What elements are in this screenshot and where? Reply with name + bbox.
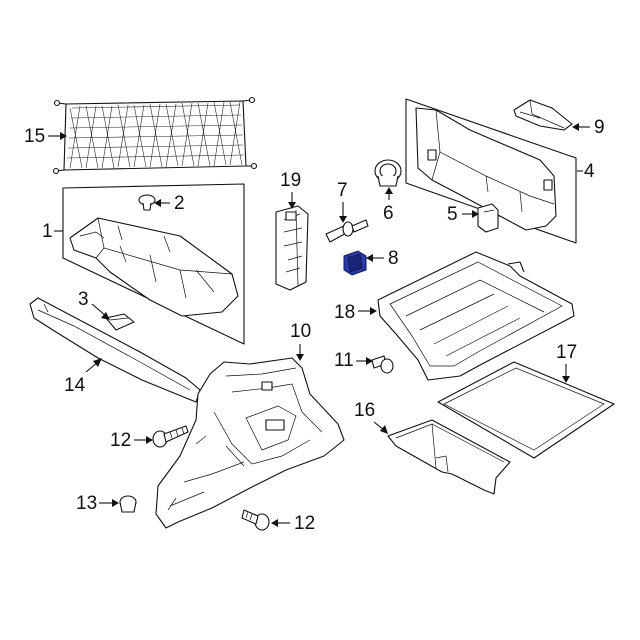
screw-11 — [371, 355, 394, 374]
callout-15: 15 — [24, 126, 45, 147]
callout-18: 18 — [334, 302, 355, 323]
cover-9 — [513, 99, 573, 131]
bolt-12-upper — [152, 425, 189, 448]
callout-12-lower: 12 — [294, 513, 315, 534]
callouts: 15 2 1 3 14 19 7 6 5 8 4 9 18 — [24, 117, 605, 534]
bracket-3 — [105, 313, 135, 331]
sill-trim-14 — [29, 297, 201, 403]
callout-4: 4 — [584, 161, 595, 182]
rear-panel-group — [405, 98, 577, 244]
clip-2 — [138, 194, 156, 211]
trunk-tray-18 — [377, 251, 575, 381]
callout-10: 10 — [290, 321, 311, 342]
nut-13 — [119, 495, 137, 513]
callout-16: 16 — [354, 400, 375, 421]
callout-14: 14 — [64, 375, 86, 396]
callout-1: 1 — [42, 221, 53, 242]
bolt-12-lower — [241, 509, 270, 531]
side-trim-10 — [155, 357, 345, 529]
nut-8-highlighted — [343, 250, 367, 276]
callout-5: 5 — [447, 204, 458, 225]
callout-13: 13 — [76, 493, 97, 514]
callout-17: 17 — [556, 342, 577, 363]
floor-cover-17 — [437, 361, 615, 459]
package-tray-group — [62, 183, 245, 345]
callout-19: 19 — [280, 170, 301, 191]
callout-6: 6 — [383, 203, 394, 224]
grommet-6 — [374, 159, 402, 187]
clip-5 — [477, 203, 499, 233]
lower-trim-16 — [387, 419, 511, 495]
bracket-19 — [275, 205, 309, 291]
callout-12-upper: 12 — [110, 430, 131, 451]
callout-2: 2 — [174, 193, 185, 214]
callout-11: 11 — [334, 350, 354, 371]
callout-8: 8 — [388, 248, 399, 269]
callout-9: 9 — [594, 117, 605, 138]
cargo-net — [52, 96, 258, 175]
callout-3: 3 — [78, 289, 89, 310]
callout-7: 7 — [337, 180, 348, 201]
push-pin-7 — [325, 219, 369, 243]
